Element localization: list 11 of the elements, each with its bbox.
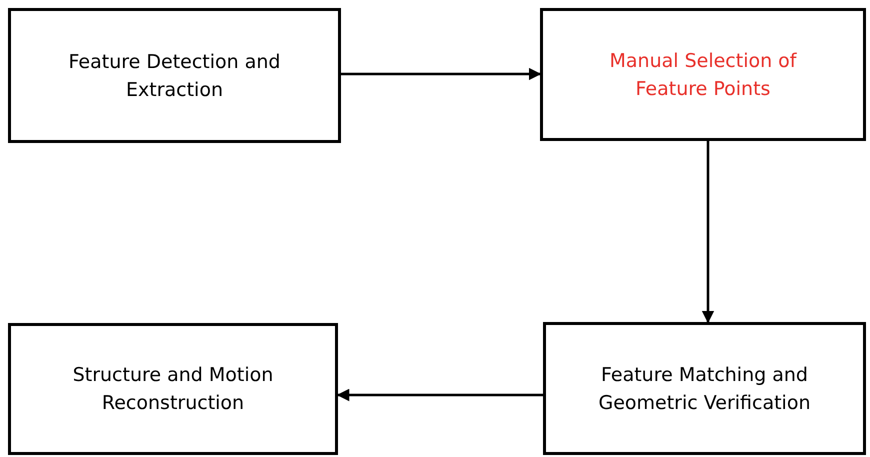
box-label: Structure and Motion Reconstruction	[72, 363, 274, 416]
process-box	[8, 8, 341, 143]
box-label: Feature Matching and Geometric Verification	[597, 362, 812, 416]
process-box	[540, 8, 866, 141]
arrow	[702, 141, 714, 324]
process-box	[8, 323, 338, 455]
box-label: Manual Selection of Feature Points	[608, 48, 798, 102]
arrow	[341, 68, 542, 80]
arrow	[336, 388, 543, 402]
box-label: Feature Detection and Extraction	[68, 50, 282, 102]
process-box	[543, 322, 866, 455]
